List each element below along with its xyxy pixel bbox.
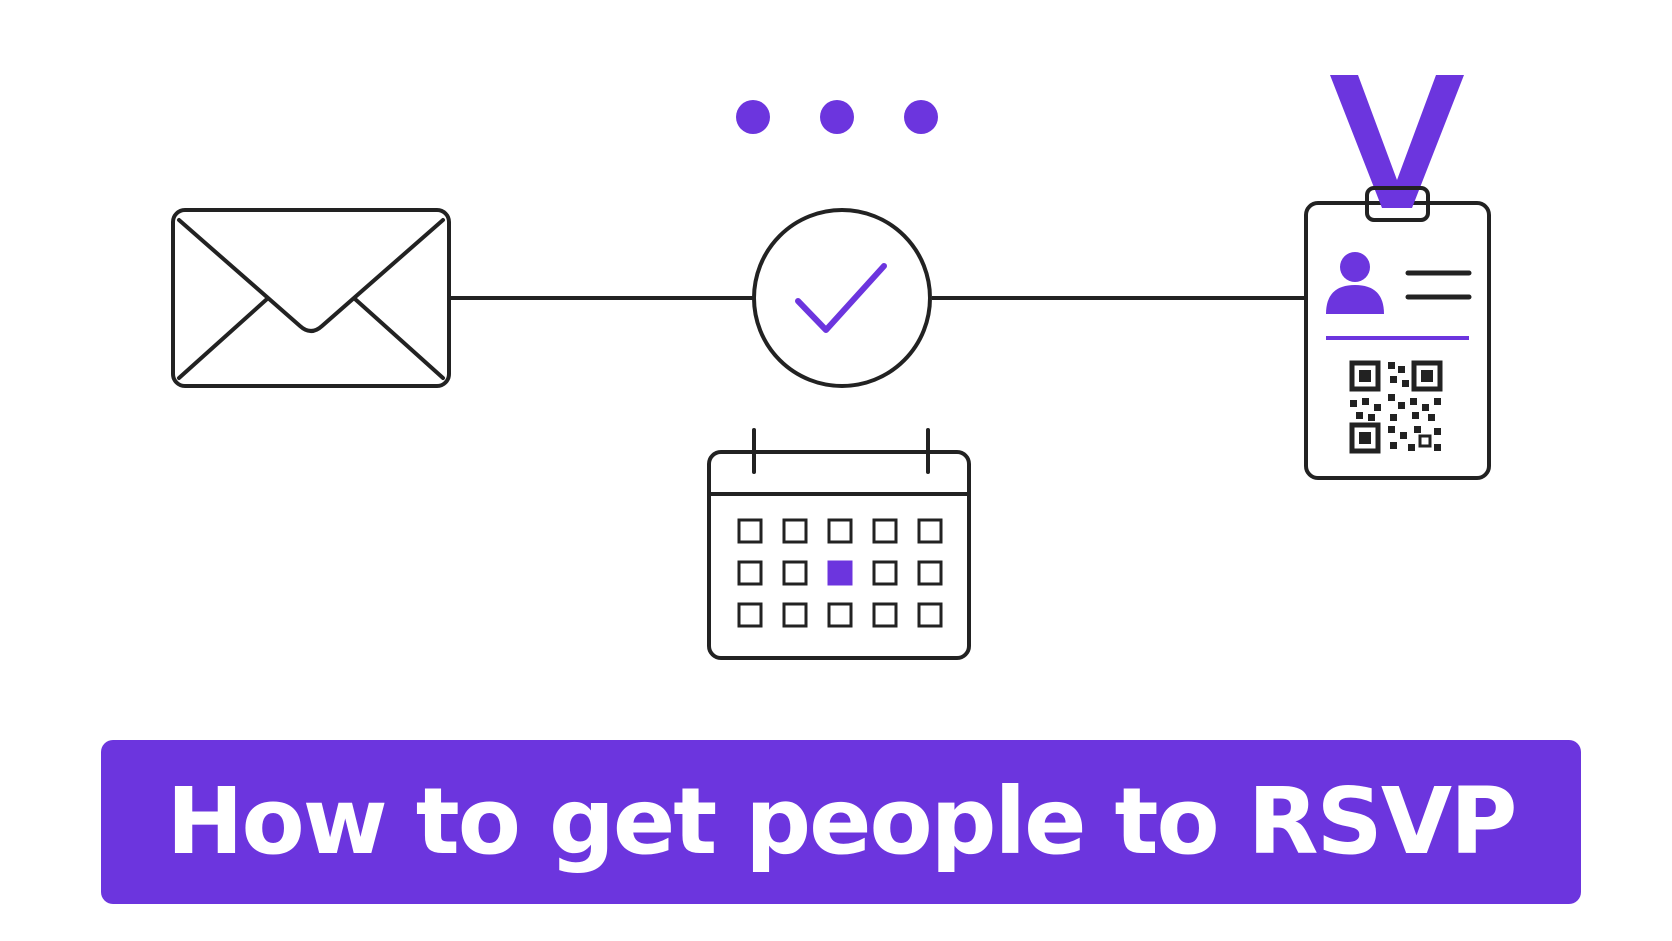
lanyard-strap	[1330, 75, 1464, 208]
checkmark-circle-icon	[752, 208, 932, 388]
lanyard-badge-icon	[1304, 75, 1491, 480]
calendar-grid	[737, 518, 943, 628]
banner-title: How to get people to RSVP	[166, 768, 1518, 875]
person-icon	[1340, 252, 1370, 282]
ellipsis-dots-icon	[736, 100, 938, 134]
calendar-icon	[707, 428, 971, 660]
envelope-icon	[171, 208, 451, 388]
title-banner: How to get people to RSVP	[101, 740, 1581, 904]
qr-code-icon	[1349, 360, 1443, 454]
badge-clip	[1365, 186, 1430, 222]
